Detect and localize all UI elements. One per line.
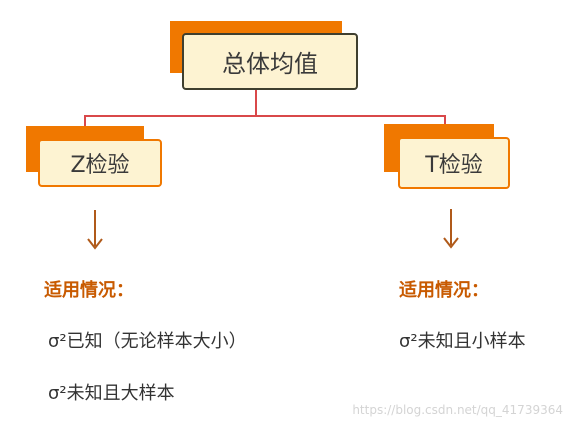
right-down-arrow-icon: [443, 209, 459, 249]
left-condition-1: σ²已知（无论样本大小）: [48, 331, 247, 352]
root-label: 总体均值: [222, 50, 318, 78]
watermark: https://blog.csdn.net/qq_41739364: [352, 403, 563, 417]
connector-right-down: [444, 115, 446, 127]
left-down-arrow-icon: [87, 210, 103, 250]
connector-root-down: [255, 90, 257, 116]
connector-horizontal: [84, 115, 446, 117]
right-node: T检验: [398, 137, 510, 189]
left-heading: 适用情况：: [44, 280, 134, 301]
right-heading: 适用情况：: [399, 280, 489, 301]
connector-left-down: [84, 115, 86, 127]
root-node: 总体均值: [182, 33, 358, 90]
left-condition-2: σ²未知且大样本: [48, 383, 175, 404]
right-condition-1: σ²未知且小样本: [399, 331, 526, 352]
left-node-label: Z检验: [70, 153, 130, 178]
left-node: Z检验: [38, 139, 162, 187]
right-node-label: T检验: [425, 153, 483, 178]
